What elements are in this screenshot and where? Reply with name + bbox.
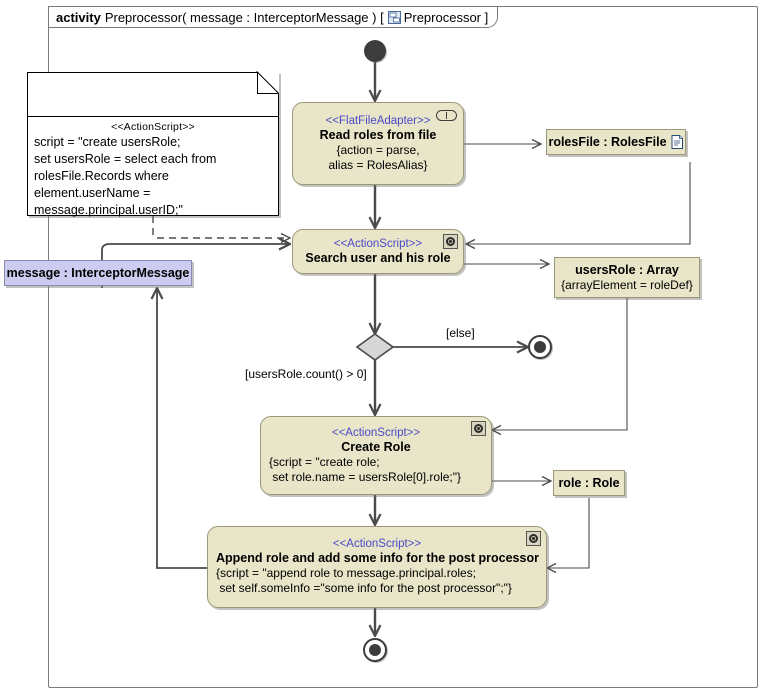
gear-icon (443, 234, 458, 249)
note-empty-compartment (28, 73, 278, 117)
file-icon (671, 135, 684, 149)
action-search-user-and-his-role[interactable]: <<ActionScript>> Search user and his rol… (292, 229, 464, 274)
action-stereotype: <<FlatFileAdapter>> (325, 114, 431, 127)
object-node-roles-file[interactable]: rolesFile : RolesFile (546, 129, 686, 155)
action-name: Append role and add some info for the po… (216, 551, 539, 565)
object-node-text: rolesFile : RolesFile (548, 134, 667, 149)
guard-users-role-count: [usersRole.count() > 0] (245, 367, 367, 381)
activity-final-node (363, 638, 387, 662)
action-properties: {script = "create role; set role.name = … (269, 454, 462, 484)
gear-icon (526, 531, 541, 546)
action-stereotype: <<ActionScript>> (331, 426, 421, 439)
action-name: Create Role (341, 439, 411, 454)
action-name: Read roles from file (319, 127, 437, 142)
action-read-roles-from-file[interactable]: <<FlatFileAdapter>> Read roles from file… (292, 102, 464, 185)
initial-node (364, 40, 386, 62)
object-node-users-role[interactable]: usersRole : Array {arrayElement = roleDe… (554, 257, 700, 298)
note-stereotype: <<ActionScript>> (111, 121, 195, 133)
action-properties: {script = "append role to message.princi… (216, 566, 512, 595)
action-stereotype: <<ActionScript>> (332, 538, 422, 550)
guard-else: [else] (446, 326, 475, 340)
action-stereotype: <<ActionScript>> (333, 237, 423, 250)
action-properties: {action = parse, alias = RolesAlias} (328, 142, 428, 172)
action-create-role[interactable]: <<ActionScript>> Create Role {script = "… (260, 416, 492, 495)
frame-keyword: activity (56, 9, 101, 25)
activity-frame-header: activity Preprocessor( message : Interce… (48, 6, 499, 28)
object-node-properties: {arrayElement = roleDef} (561, 277, 693, 292)
action-name: Search user and his role (305, 250, 451, 265)
pill-adapter-icon (436, 110, 457, 121)
activity-parameter-message[interactable]: message : InterceptorMessage (4, 260, 192, 286)
note-fold-corner (257, 72, 279, 94)
frame-signature: Preprocessor( message : InterceptorMessa… (104, 9, 384, 25)
flow-final-node-else (528, 335, 552, 359)
object-node-label: usersRole : Array (575, 262, 679, 277)
action-script-note: <<ActionScript>> script = "create usersR… (27, 72, 279, 217)
note-body: <<ActionScript>> script = "create usersR… (28, 117, 278, 223)
object-node-label: rolesFile : RolesFile (547, 135, 685, 150)
parameter-label: message : InterceptorMessage (6, 265, 190, 280)
frame-classifier: Preprocessor ] (403, 9, 489, 25)
decision-node (355, 333, 395, 361)
action-append-role[interactable]: <<ActionScript>> Append role and add som… (207, 526, 547, 608)
gear-icon (471, 421, 486, 436)
object-node-role[interactable]: role : Role (553, 470, 625, 496)
object-node-label: role : Role (558, 475, 620, 490)
note-text: script = "create usersRole; set usersRol… (34, 135, 217, 217)
class-diagram-icon (387, 10, 401, 24)
